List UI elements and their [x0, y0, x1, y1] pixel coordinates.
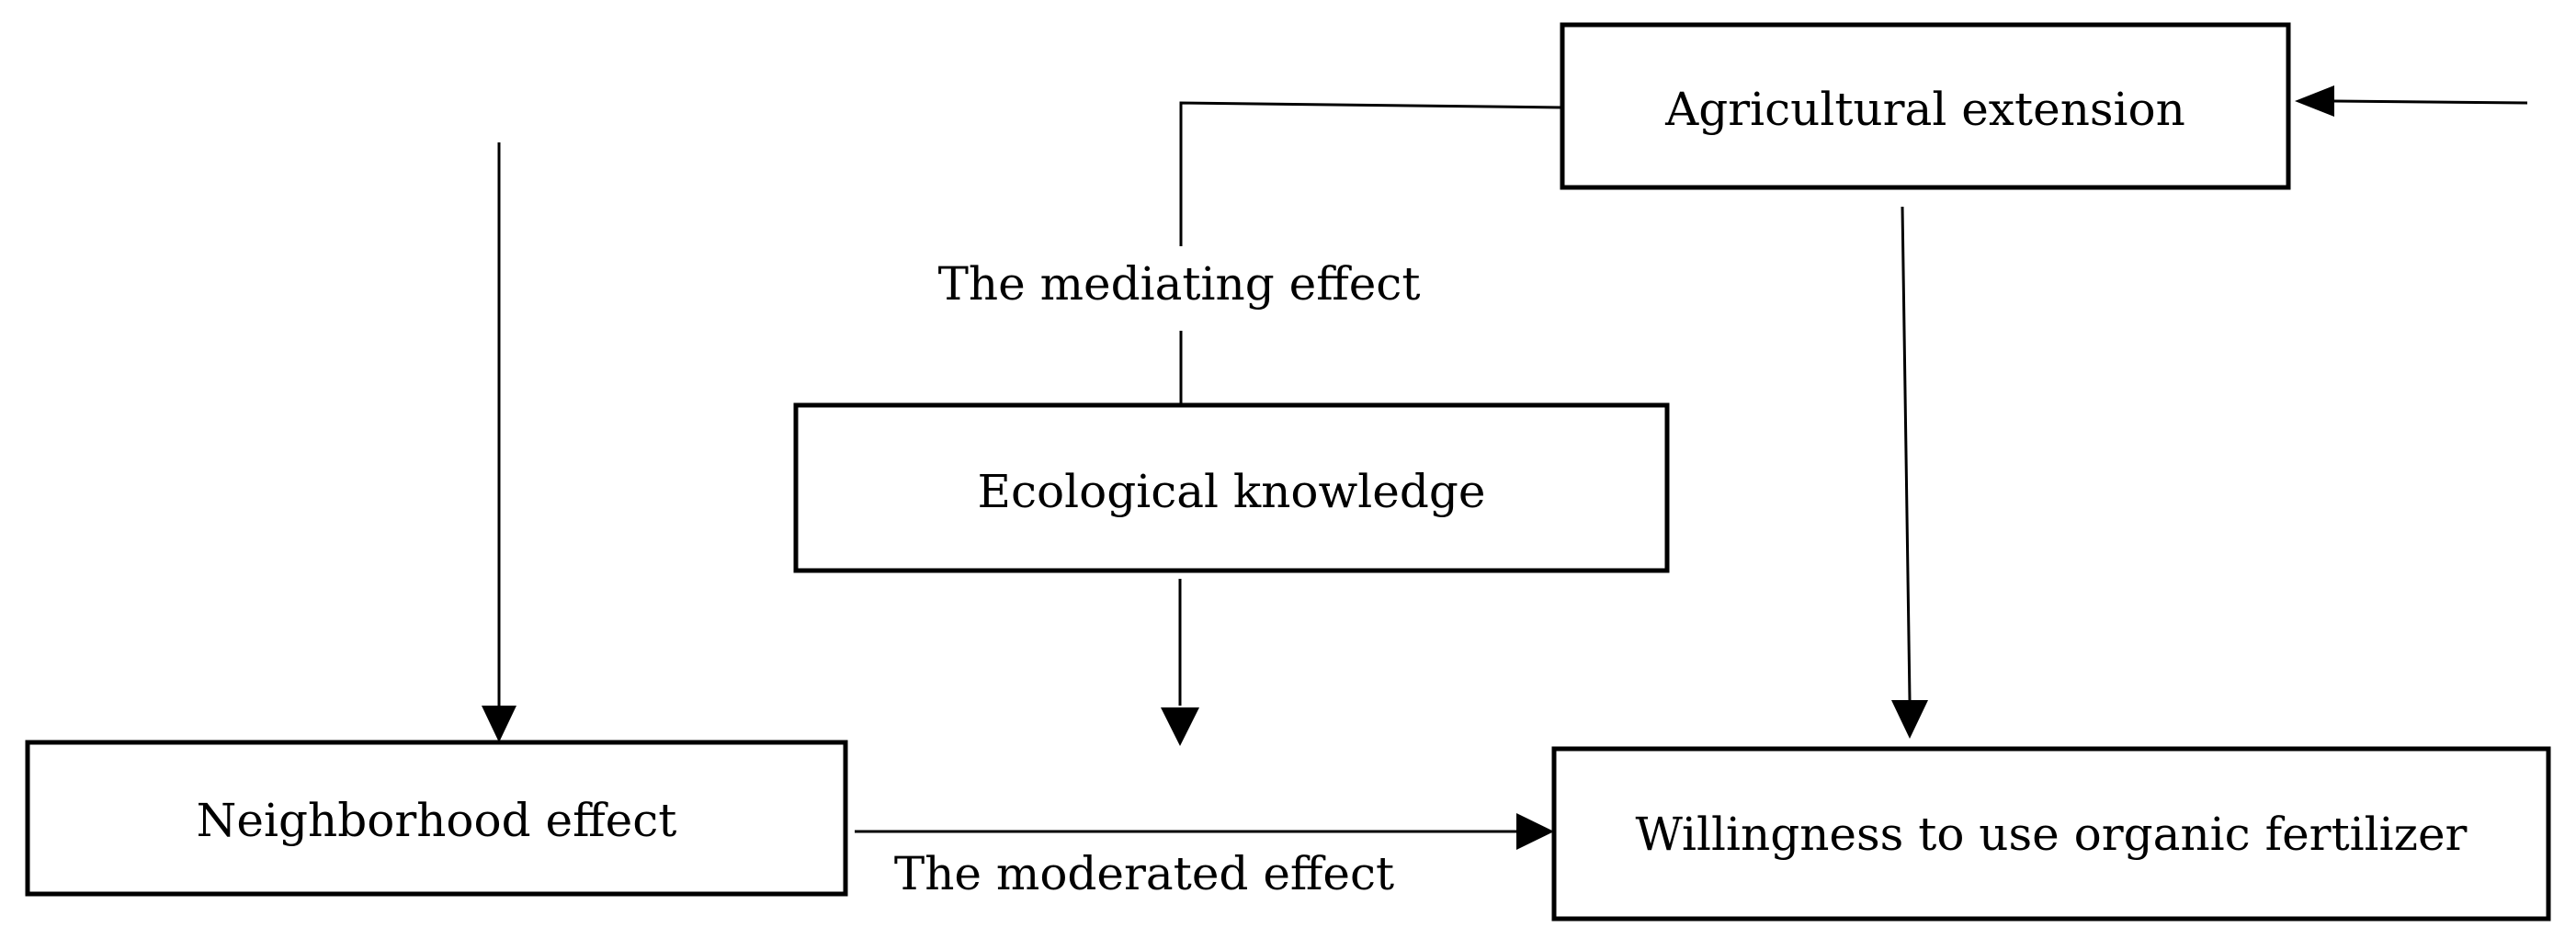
- node-neighborhood-effect-box: [25, 740, 848, 897]
- arrow-head-down-left: [482, 706, 516, 742]
- edge-mediating-line-top: [1179, 101, 1563, 246]
- node-agricultural-extension-box: [1560, 22, 2291, 190]
- node-willingness-box: [1551, 746, 2551, 922]
- edge-moderated-label: The moderated effect: [894, 847, 1394, 900]
- arrow-head-down-middle: [1161, 707, 1199, 746]
- arrow-head-left: [2295, 85, 2334, 117]
- arrow-head-right: [1516, 813, 1554, 850]
- edge-external-line: [2329, 99, 2528, 105]
- edge-agricultural-extension-to-willingness: [1891, 206, 1928, 739]
- edge-ecological-knowledge-moderation: [1161, 579, 1199, 746]
- node-ecological-knowledge-box: [793, 402, 1670, 573]
- node-neighborhood-effect: Neighborhood effect: [25, 740, 848, 897]
- edge-right-vertical-line: [1901, 206, 1912, 701]
- arrow-head-down-right: [1891, 700, 1928, 739]
- node-ecological-knowledge: Ecological knowledge: [793, 402, 1670, 573]
- node-ecological-knowledge-label: Ecological knowledge: [978, 465, 1486, 518]
- edge-neighborhood-to-willingness: The moderated effect: [855, 813, 1554, 900]
- edge-external-to-agricultural-extension: [2295, 85, 2528, 117]
- edge-mediating-label: The mediating effect: [938, 257, 1421, 311]
- node-agricultural-extension: Agricultural extension: [1560, 22, 2291, 190]
- node-willingness-label: Willingness to use organic fertilizer: [1636, 808, 2468, 861]
- edge-mediating: The mediating effect: [938, 101, 1563, 405]
- edge-into-neighborhood-effect: [482, 142, 516, 742]
- node-neighborhood-effect-label: Neighborhood effect: [197, 794, 677, 847]
- node-willingness: Willingness to use organic fertilizer: [1551, 746, 2551, 922]
- node-agricultural-extension-label: Agricultural extension: [1664, 83, 2185, 136]
